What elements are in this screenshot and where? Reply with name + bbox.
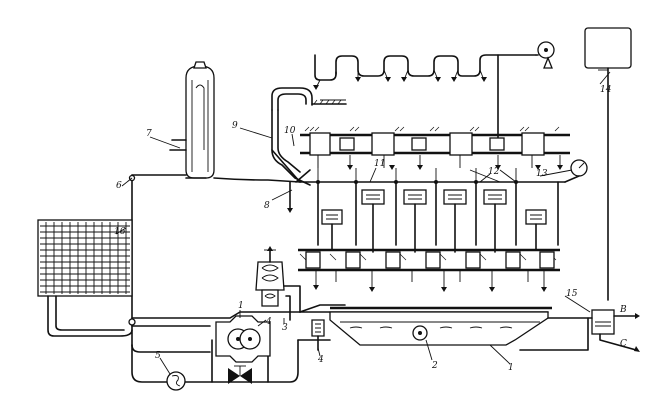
label-9: 9: [232, 121, 238, 131]
label-8: 8: [264, 201, 270, 211]
label-C: С: [620, 339, 627, 349]
callout-labels: [115, 71, 611, 375]
feed-lines: [128, 149, 311, 346]
label-3: 3: [282, 323, 288, 333]
lower-lines: [128, 304, 346, 383]
label-12: 12: [488, 167, 500, 177]
oil-tank-14: [584, 27, 632, 301]
relief-valve: [228, 365, 252, 384]
heat-exchanger-15: [519, 309, 640, 352]
filter-7: [169, 61, 215, 179]
label-13: 13: [536, 169, 548, 179]
top-spray-line: [313, 54, 537, 146]
label-4: 4: [317, 355, 324, 365]
piston-row: [317, 181, 559, 253]
blower-icon: [535, 41, 555, 69]
label-2: 2: [431, 361, 438, 371]
oil-sump: [299, 306, 552, 351]
label-16: 16: [114, 227, 126, 237]
label-B: В: [619, 305, 627, 315]
label-11: 11: [374, 159, 385, 169]
main-oil-gallery: [299, 155, 588, 184]
label-14: 14: [600, 85, 612, 95]
label-7: 7: [146, 129, 152, 139]
label-6: 6: [116, 181, 122, 191]
radiator-16: [37, 219, 133, 337]
label-15: 15: [566, 289, 578, 299]
label-1b: 1: [238, 301, 244, 311]
crankshaft: [298, 248, 560, 292]
label-4b: 4: [265, 317, 272, 327]
pump-5: [166, 371, 186, 391]
label-5: 5: [155, 351, 161, 361]
camshaft-gallery: [300, 126, 570, 170]
filter-3: [255, 246, 301, 321]
oil-pump-4: [215, 315, 271, 363]
label-10: 10: [284, 126, 296, 136]
label-1: 1: [508, 363, 514, 373]
